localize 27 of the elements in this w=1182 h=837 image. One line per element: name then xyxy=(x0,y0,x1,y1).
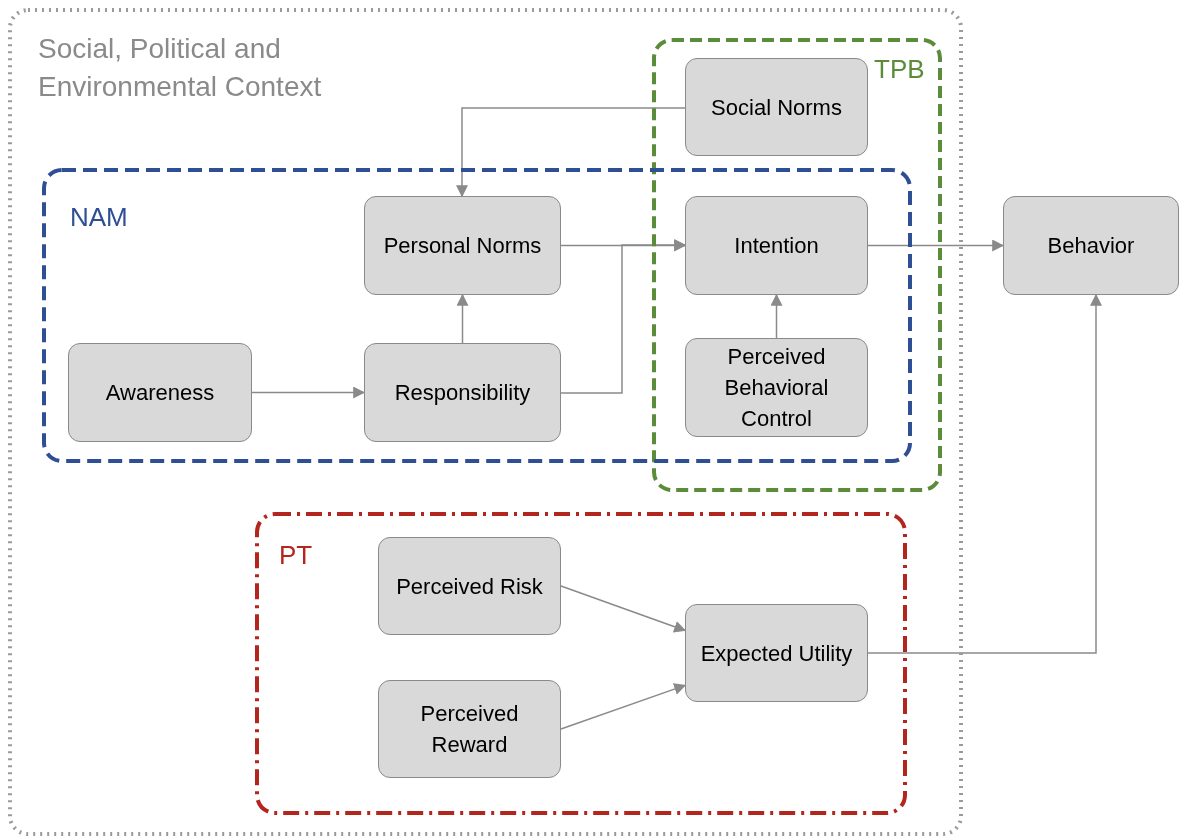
group-frame xyxy=(42,168,912,463)
group-label: Social, Political and Environmental Context xyxy=(38,32,323,104)
arrow xyxy=(867,293,1102,654)
process-box: Perceived Risk xyxy=(378,537,561,635)
process-box: Social Norms xyxy=(685,58,868,156)
group-frame xyxy=(652,38,942,492)
process-box: Responsibility xyxy=(364,343,561,442)
process-box: Awareness xyxy=(68,343,252,442)
process-box: Perceived Behavioral Control xyxy=(685,338,868,437)
process-box: Perceived Reward xyxy=(378,680,561,778)
group-label: PT xyxy=(279,539,314,572)
arrow xyxy=(560,239,687,394)
group-label: NAM xyxy=(70,201,129,234)
arrow xyxy=(867,239,1005,252)
arrow xyxy=(251,386,366,399)
process-box: Behavior xyxy=(1003,196,1179,295)
arrow xyxy=(560,683,687,730)
arrow xyxy=(456,293,469,344)
group-frame xyxy=(8,8,963,836)
group-label: TPB xyxy=(874,53,926,86)
process-box: Personal Norms xyxy=(364,196,561,295)
arrow xyxy=(560,585,687,633)
process-box: Intention xyxy=(685,196,868,295)
arrow xyxy=(770,293,783,339)
group-frame xyxy=(255,512,907,815)
arrow xyxy=(456,107,686,198)
process-box: Expected Utility xyxy=(685,604,868,702)
